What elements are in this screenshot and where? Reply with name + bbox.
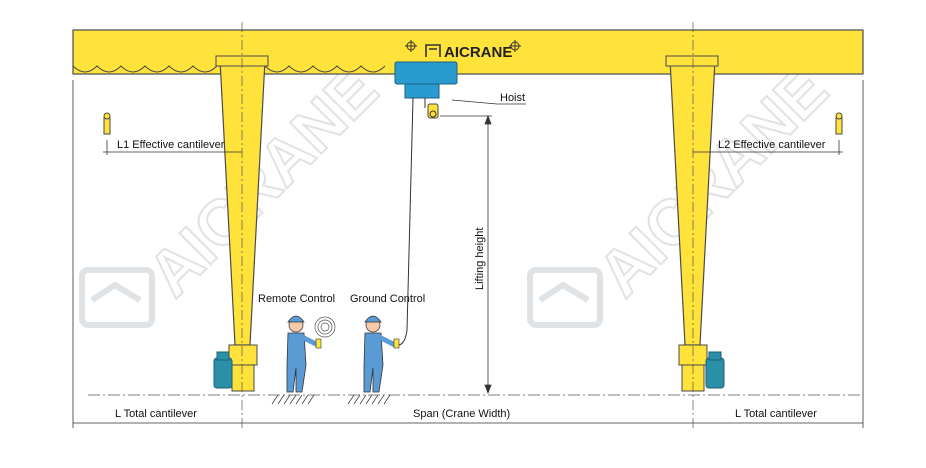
left-leg [215,22,269,430]
remote-control-label: Remote Control [258,293,335,305]
l2-label: L2 Effective cantilever [718,139,826,151]
lifting-height-dimension [440,114,492,395]
remote-control-worker-icon [271,315,336,405]
crosshair-icon [405,40,521,52]
watermark-left [79,267,155,328]
hoist-leader-line [451,99,498,105]
main-girder [72,29,864,75]
l1-label: L1 Effective cantilever [117,139,225,151]
ground-control-worker-icon [347,315,400,405]
left-buffer-icon [103,112,111,135]
right-buffer-icon [835,112,843,135]
l1-dimension [103,140,242,155]
lifting-height-label: Lifting height [474,228,486,290]
aicrane-logo-icon [425,44,441,57]
brand-name: AICRANE [444,44,512,61]
right-travel-motor-icon [705,351,725,389]
right-leg [665,22,719,430]
span-label: Span (Crane Width) [413,408,510,420]
watermark-right [527,267,603,328]
l2-dimension [693,140,843,155]
bottom-dimension-line [72,80,864,428]
hoist-label: Hoist [500,92,525,104]
total-cantilever-left-label: L Total cantilever [115,408,197,420]
total-cantilever-right-label: L Total cantilever [735,408,817,420]
left-travel-motor-icon [213,351,233,389]
ground-control-label: Ground Control [350,293,425,305]
pendant-cable [397,97,414,346]
hoist-icon [394,61,458,119]
